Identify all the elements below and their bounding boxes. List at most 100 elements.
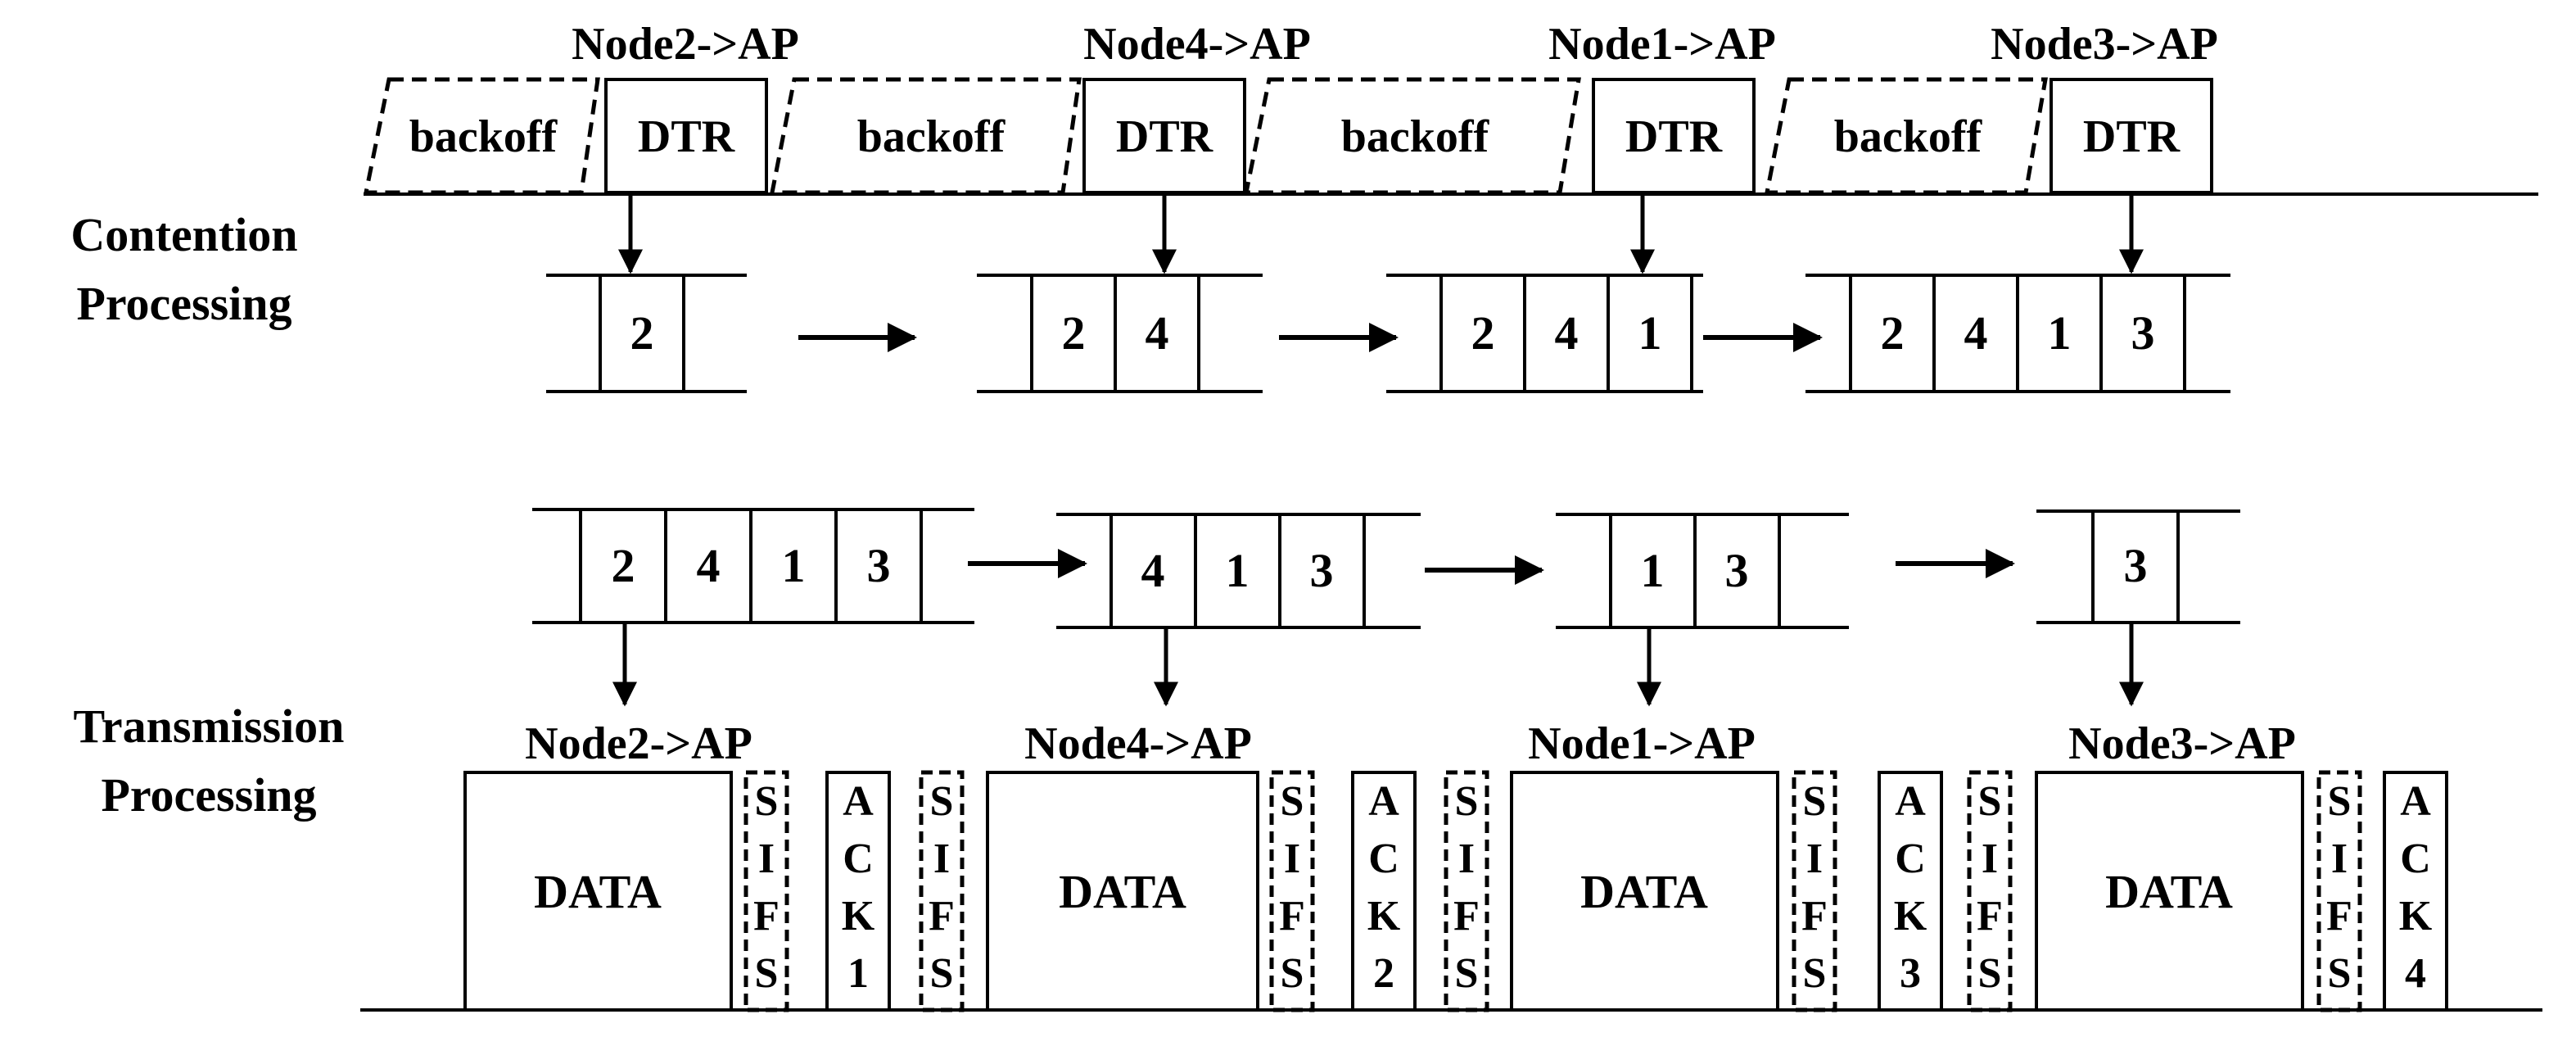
ack-letter: A bbox=[1895, 778, 1926, 825]
queue-cell bbox=[599, 274, 685, 393]
backoff-label: backoff bbox=[1834, 111, 1983, 162]
queue-cell-label: 2 bbox=[612, 539, 635, 592]
contention-queue: 2 bbox=[546, 274, 747, 393]
queue-cell-label: 1 bbox=[1226, 544, 1250, 597]
ack-letter: K bbox=[2399, 893, 2433, 940]
sifs-block bbox=[1792, 770, 1837, 1012]
queue-cell-label: 1 bbox=[1641, 544, 1665, 597]
ack-frame bbox=[1878, 771, 1943, 1012]
queue-cell-label: 2 bbox=[1471, 306, 1495, 360]
sifs-letter: I bbox=[1806, 835, 1823, 882]
sifs-letter: I bbox=[933, 835, 950, 882]
sifs-letter: S bbox=[1978, 950, 2002, 997]
sifs-block bbox=[1269, 770, 1315, 1012]
data-frame-label: DATA bbox=[2105, 865, 2233, 918]
queue-cell-label: 3 bbox=[867, 539, 891, 592]
transmission-queue: 1 3 bbox=[1556, 513, 1849, 629]
queue-cell-label: 1 bbox=[2048, 306, 2072, 360]
backoff-block bbox=[1764, 77, 2048, 195]
sifs-letter: S bbox=[755, 778, 779, 825]
queue-cell-label: 1 bbox=[1638, 306, 1662, 360]
contention-queue: 2 4 bbox=[977, 274, 1263, 393]
sifs-letter: S bbox=[1803, 950, 1827, 997]
contention-label-line1: Contention bbox=[70, 208, 297, 261]
backoff-block bbox=[1243, 77, 1581, 195]
queue-cell-label: 3 bbox=[2131, 306, 2155, 360]
ack-letter: K bbox=[1894, 893, 1927, 940]
queue-cell-label: 1 bbox=[782, 539, 806, 592]
data-frame-label: DATA bbox=[534, 865, 662, 918]
data-frame bbox=[986, 771, 1259, 1012]
queue-cell bbox=[1693, 513, 1781, 629]
queue-cell-label: 2 bbox=[630, 306, 654, 360]
ack-letter: A bbox=[2400, 778, 2431, 825]
sifs-letter: F bbox=[1453, 893, 1480, 940]
ack-letter: A bbox=[1368, 778, 1399, 825]
backoff-block bbox=[363, 77, 600, 195]
contention-sender-label: Node1->AP bbox=[1548, 19, 1776, 70]
transmission-queue: 3 bbox=[2036, 509, 2240, 624]
transmission-sender-label: Node2->AP bbox=[525, 718, 752, 769]
ack-letter: C bbox=[2400, 835, 2431, 882]
queue-cell-label: 3 bbox=[1725, 544, 1749, 597]
data-frame bbox=[1510, 771, 1779, 1012]
transmission-sender-label: Node1->AP bbox=[1528, 718, 1756, 769]
dtr-block bbox=[1592, 78, 1756, 194]
sifs-letter: I bbox=[2331, 835, 2348, 882]
queue-cell-label: 3 bbox=[2124, 539, 2148, 592]
sifs-letter: I bbox=[758, 835, 775, 882]
ack-letter: 2 bbox=[1373, 950, 1394, 997]
transmission-sender-label: Node4->AP bbox=[1024, 718, 1252, 769]
sifs-letter: F bbox=[1977, 893, 2003, 940]
sifs-letter: S bbox=[1455, 778, 1479, 825]
sifs-letter: I bbox=[1284, 835, 1300, 882]
queue-cell bbox=[2091, 509, 2180, 624]
sifs-letter: S bbox=[930, 950, 954, 997]
queue-cell-label: 2 bbox=[1881, 306, 1905, 360]
contention-label-line2: Processing bbox=[76, 277, 291, 330]
dtr-label: DTR bbox=[638, 111, 735, 162]
queue-cell-label: 2 bbox=[1062, 306, 1086, 360]
queue-cell bbox=[834, 508, 923, 624]
contention-queue: 2 4 1 3 bbox=[1805, 274, 2230, 393]
queue-cell bbox=[1278, 513, 1366, 629]
queue-cell-label: 3 bbox=[1310, 544, 1334, 597]
sifs-block bbox=[1444, 770, 1489, 1012]
ack-letter: K bbox=[1367, 893, 1401, 940]
sifs-letter: F bbox=[753, 893, 780, 940]
ack-letter: A bbox=[843, 778, 874, 825]
contention-sender-label: Node4->AP bbox=[1083, 19, 1311, 70]
queue-cell bbox=[2099, 274, 2186, 393]
transmission-queue: 4 1 3 bbox=[1056, 513, 1421, 629]
sifs-letter: S bbox=[1281, 950, 1304, 997]
data-frame-label: DATA bbox=[1059, 865, 1186, 918]
sifs-letter: S bbox=[1803, 778, 1827, 825]
sifs-letter: S bbox=[930, 778, 954, 825]
transmission-queue: 2 4 1 3 bbox=[532, 508, 974, 624]
transmission-label-line2: Processing bbox=[101, 768, 316, 822]
sifs-letter: S bbox=[1455, 950, 1479, 997]
sifs-block bbox=[2316, 770, 2362, 1012]
sifs-letter: S bbox=[2328, 778, 2352, 825]
sifs-letter: F bbox=[1279, 893, 1305, 940]
data-frame-label: DATA bbox=[1580, 865, 1708, 918]
sifs-letter: S bbox=[1978, 778, 2002, 825]
dtr-block bbox=[604, 78, 768, 194]
sifs-letter: S bbox=[755, 950, 779, 997]
ack-letter: 3 bbox=[1900, 950, 1921, 997]
ack-frame bbox=[2383, 771, 2448, 1012]
backoff-block bbox=[769, 77, 1082, 195]
queue-cell-label: 4 bbox=[1146, 306, 1169, 360]
transmission-sender-label: Node3->AP bbox=[2068, 718, 2296, 769]
dtr-block bbox=[2050, 78, 2213, 194]
queue-cell-label: 4 bbox=[1964, 306, 1988, 360]
ack-frame bbox=[1351, 771, 1417, 1012]
queue-cell-label: 4 bbox=[697, 539, 721, 592]
sifs-letter: S bbox=[2328, 950, 2352, 997]
ack-letter: C bbox=[1368, 835, 1399, 882]
contention-sender-label: Node2->AP bbox=[572, 19, 799, 70]
queue-cell-label: 4 bbox=[1141, 544, 1165, 597]
dtr-label: DTR bbox=[1625, 111, 1723, 162]
dtr-label: DTR bbox=[2083, 111, 2181, 162]
ack-letter: C bbox=[1895, 835, 1926, 882]
